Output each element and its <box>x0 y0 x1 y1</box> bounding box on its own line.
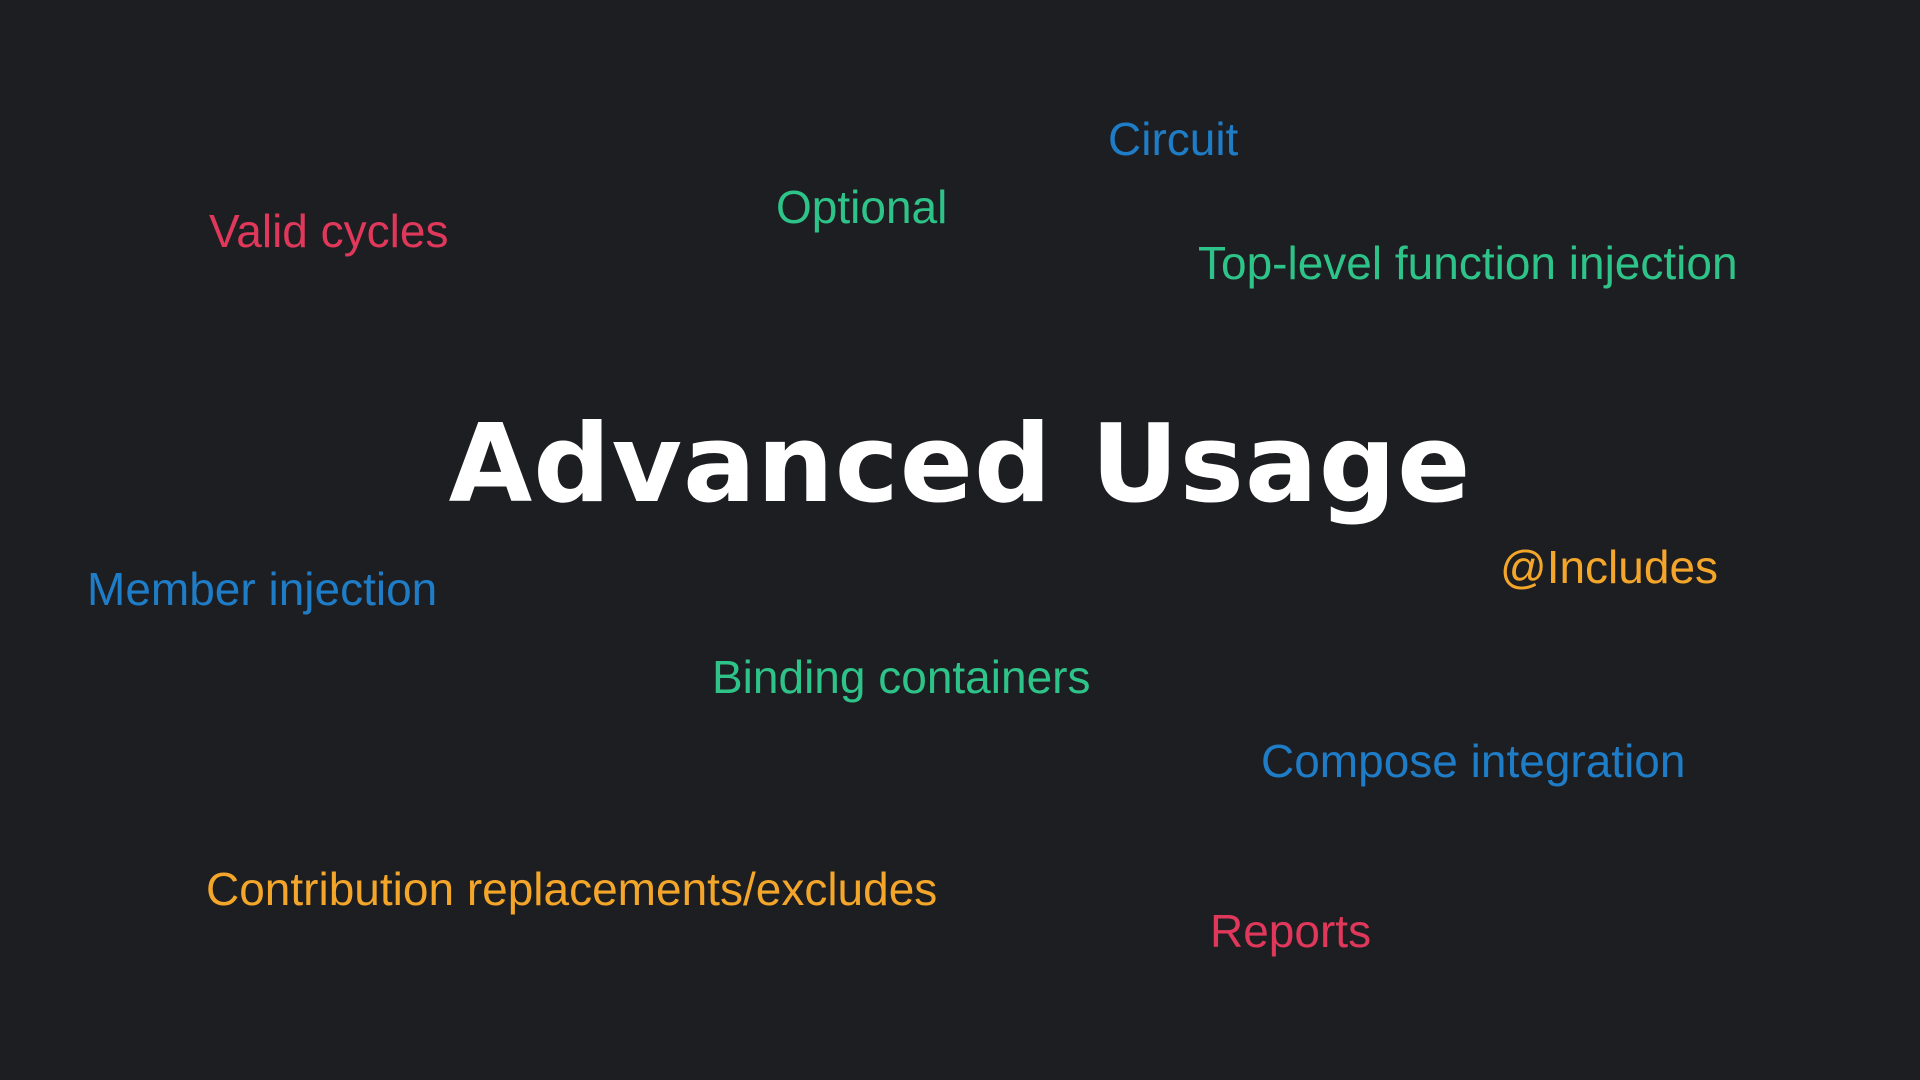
term-reports: Reports <box>1210 905 1372 957</box>
term-compose-integration: Compose integration <box>1261 735 1686 787</box>
term-contribution-replacements: Contribution replacements/excludes <box>206 863 938 915</box>
term-valid-cycles: Valid cycles <box>209 205 449 257</box>
slide-title: Advanced Usage <box>448 402 1472 527</box>
term-optional: Optional <box>776 181 948 233</box>
term-includes: @Includes <box>1500 541 1719 593</box>
term-binding-containers: Binding containers <box>712 651 1091 703</box>
term-top-level-function-injection: Top-level function injection <box>1198 237 1738 289</box>
term-circuit: Circuit <box>1108 113 1239 165</box>
term-member-injection: Member injection <box>87 563 438 615</box>
